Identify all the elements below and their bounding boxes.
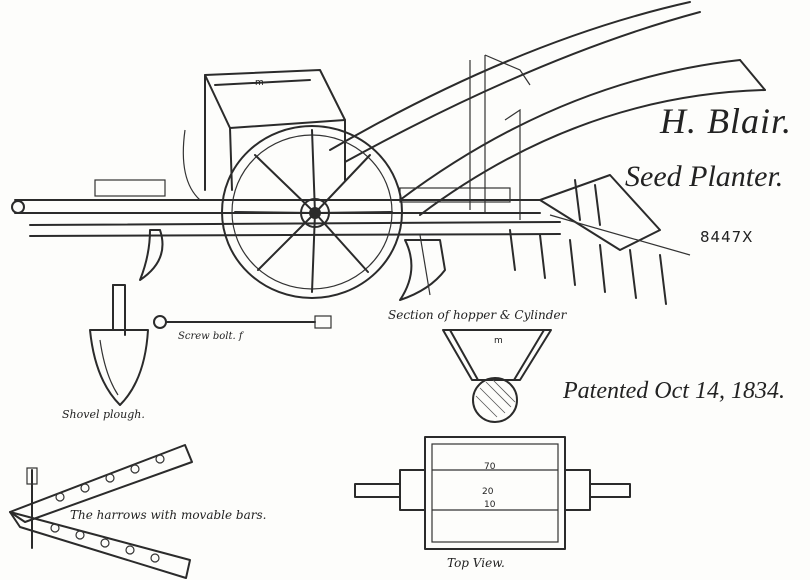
caption-harrows: The harrows with movable bars. <box>70 508 267 522</box>
harrow-tines <box>509 179 667 305</box>
shovel-plough <box>89 284 149 406</box>
patent-number: 8447X <box>700 228 754 246</box>
harrows <box>9 444 193 579</box>
frame-shovels <box>139 229 446 301</box>
part-letter-hopper: m <box>255 78 264 88</box>
caption-hopper-section: Section of hopper & Cylinder <box>388 308 567 322</box>
handles <box>329 1 766 220</box>
patent-date: Patented Oct 14, 1834. <box>563 378 785 404</box>
caption-shovel-plough: Shovel plough. <box>62 408 145 421</box>
cylinder-label-3: 10 <box>484 500 496 510</box>
hopper <box>182 69 346 201</box>
cylinder-label-1: 70 <box>484 462 496 472</box>
screw-bolt <box>153 315 332 329</box>
frame <box>11 174 691 256</box>
invention-title: Seed Planter. <box>625 160 784 193</box>
caption-top-view: Top View. <box>447 556 505 570</box>
inventor-signature: H. Blair. <box>660 101 793 141</box>
wheel <box>221 125 403 299</box>
caption-screw-bolt: Screw bolt. f <box>178 331 243 342</box>
top-view <box>354 436 631 550</box>
part-letter-section-hopper: m <box>494 336 503 346</box>
hopper-section <box>442 329 552 423</box>
cylinder-label-2: 20 <box>482 487 494 497</box>
